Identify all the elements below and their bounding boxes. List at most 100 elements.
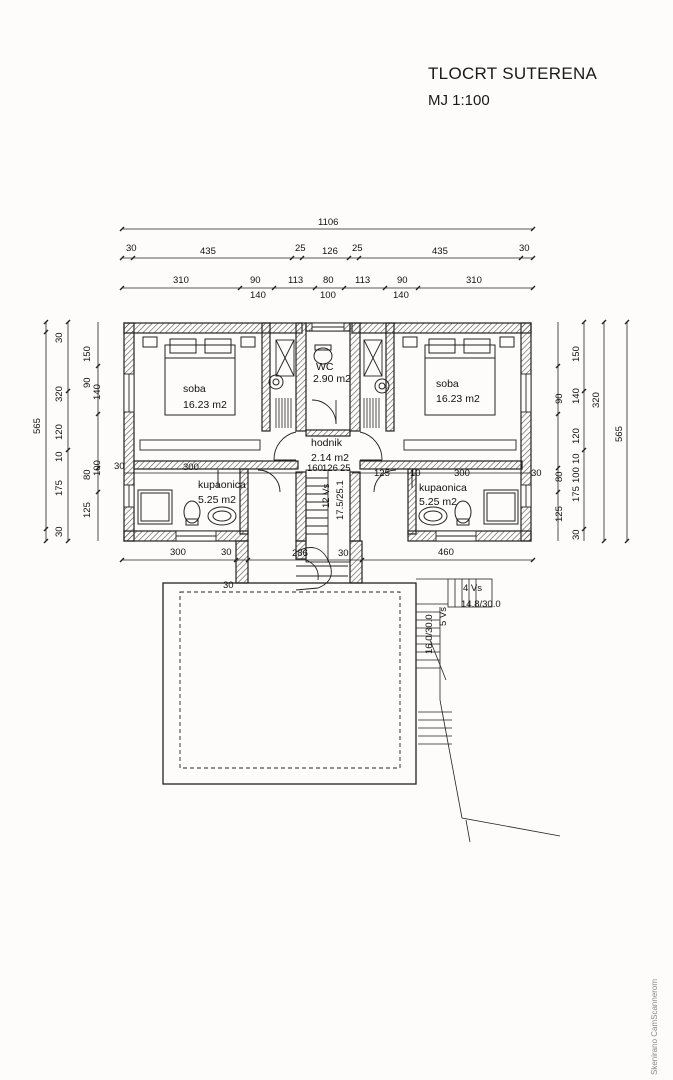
dim-left-inner-1: 90 xyxy=(82,377,93,388)
drawing-title: TLOCRT SUTERENA xyxy=(428,64,598,83)
dim-right-3: 120 xyxy=(571,428,582,444)
room-area-hodnik: 2.14 m2 xyxy=(311,452,349,464)
dim-bottom-5: 30 xyxy=(338,548,349,559)
inner-stair-count: 12 Vs xyxy=(321,483,332,508)
dim-int-8: 300 xyxy=(454,468,470,479)
dim-row2-3: 113 xyxy=(288,275,303,286)
dim-left-2: 150 xyxy=(82,346,93,362)
top-dimension-labels: 1106 30 435 25 126 25 435 30 310 90 113 … xyxy=(126,217,530,301)
dim-row2-1: 310 xyxy=(173,275,189,286)
dim-left-outer: 565 xyxy=(32,418,43,434)
room-name-kup-right: kupaonica xyxy=(419,482,467,494)
dim-int-9: 30 xyxy=(531,468,542,479)
dim-right-inner-1: 90 xyxy=(554,393,565,404)
closet-lines xyxy=(275,398,380,428)
left-bathroom-fixtures xyxy=(137,470,237,526)
room-name-hodnik: hodnik xyxy=(311,437,343,449)
room-area-wc: 2.90 m2 xyxy=(313,373,351,385)
outer-stair-side-size: 16.0/30.0 xyxy=(424,614,435,654)
dim-row2-sub-3: 140 xyxy=(393,290,409,301)
dim-right-inner-5: 125 xyxy=(554,506,565,522)
dim-top-6: 435 xyxy=(432,246,448,257)
dim-left-7: 30 xyxy=(54,526,65,537)
room-area-kup-left: 5.25 m2 xyxy=(198,494,236,506)
dim-int-6: 125 xyxy=(374,468,390,479)
sinks xyxy=(268,344,390,394)
room-area-soba-left: 16.23 m2 xyxy=(183,399,227,411)
dim-row2-6: 90 xyxy=(397,275,408,286)
dim-top-3: 25 xyxy=(295,243,306,254)
dim-left-inner-4: 100 xyxy=(92,460,103,476)
dim-left-inner-3: 80 xyxy=(82,469,93,480)
dim-right-inner-2: 140 xyxy=(571,388,582,404)
dim-bottom-2: 30 xyxy=(221,547,232,558)
dim-left-5: 10 xyxy=(54,451,65,462)
dim-left-4: 120 xyxy=(54,424,65,440)
bottom-dimension-labels: 300 30 286 460 xyxy=(170,547,454,559)
room-labels: soba 16.23 m2 soba 16.23 m2 WC 2.90 m2 h… xyxy=(183,361,480,508)
outer-stair-top-size: 14.8/30.0 xyxy=(461,599,501,610)
left-dimensions xyxy=(43,319,101,544)
interior-dimension-labels: 300 30 160 126 25 125 10 300 30 30 30 xyxy=(114,461,542,591)
dim-bottom-3: 286 xyxy=(292,548,308,559)
doors xyxy=(257,399,397,493)
dim-row2-4: 80 xyxy=(323,275,334,286)
dim-total: 1106 xyxy=(318,217,338,228)
terrace xyxy=(162,582,417,785)
dim-right-inner-3: 80 xyxy=(554,471,565,482)
bottom-dimensions xyxy=(119,557,536,563)
outer-stair-top-count: 4 Vs xyxy=(463,583,482,594)
dim-int-4: 126 xyxy=(322,463,338,474)
room-name-wc: WC xyxy=(316,361,334,373)
dim-int-5: 25 xyxy=(340,463,351,474)
outer-staircase xyxy=(416,578,561,843)
dim-int-1: 300 xyxy=(183,462,199,473)
room-name-kup-left: kupaonica xyxy=(198,479,246,491)
dim-row2-5: 113 xyxy=(355,275,370,286)
dim-right-1: 150 xyxy=(571,346,582,362)
right-dimension-labels: 565 150 320 120 10 175 30 90 140 80 100 … xyxy=(554,346,625,540)
dim-left-inner-2: 140 xyxy=(92,384,103,400)
dim-top-1: 30 xyxy=(126,243,137,254)
dim-int-3: 160 xyxy=(307,463,323,474)
room-area-soba-right: 16.23 m2 xyxy=(436,393,480,405)
dim-left-3: 320 xyxy=(54,386,65,402)
inner-staircase xyxy=(295,469,351,591)
dim-row2-sub-1: 140 xyxy=(250,290,266,301)
outer-stair-side-count: 5 Vs xyxy=(438,607,449,626)
dim-right-inner-4: 100 xyxy=(571,467,582,483)
dim-left-6: 175 xyxy=(54,480,65,496)
dim-right-5: 175 xyxy=(571,486,582,502)
inner-stair-size: 17.5/25.1 xyxy=(335,480,346,520)
dim-right-4: 10 xyxy=(571,453,582,464)
room-name-soba-right: soba xyxy=(436,378,459,390)
left-dimension-labels: 565 30 150 320 120 10 175 30 90 140 80 1… xyxy=(32,332,103,537)
dim-left-inner-5: 125 xyxy=(82,502,93,518)
dim-right-6: 30 xyxy=(571,529,582,540)
dim-int-10: 30 xyxy=(223,580,234,591)
dim-right-2: 320 xyxy=(591,392,602,408)
dim-top-7: 30 xyxy=(519,243,530,254)
left-bed xyxy=(142,336,256,416)
dim-bottom-4: 460 xyxy=(438,547,454,558)
dim-top-5: 25 xyxy=(352,243,363,254)
dim-row2-sub-2: 100 xyxy=(320,290,336,301)
dim-row2-7: 310 xyxy=(466,275,482,286)
dim-int-2: 30 xyxy=(114,461,125,472)
dim-bottom-1: 300 xyxy=(170,547,186,558)
top-dimensions xyxy=(119,226,536,291)
dim-right-outer: 565 xyxy=(614,426,625,442)
room-area-kup-right: 5.25 m2 xyxy=(419,496,457,508)
wardrobes xyxy=(139,339,517,451)
drawing-scale: MJ 1:100 xyxy=(428,92,490,109)
right-dimensions xyxy=(555,319,630,544)
right-bed xyxy=(402,336,515,416)
windows xyxy=(123,322,532,542)
dim-top-2: 435 xyxy=(200,246,216,257)
scanner-watermark: Skenirano CamScannerom xyxy=(650,978,659,1075)
room-name-soba-left: soba xyxy=(183,383,206,395)
dim-int-7: 10 xyxy=(410,468,421,479)
dim-top-4: 126 xyxy=(322,246,338,257)
dim-row2-2: 90 xyxy=(250,275,261,286)
